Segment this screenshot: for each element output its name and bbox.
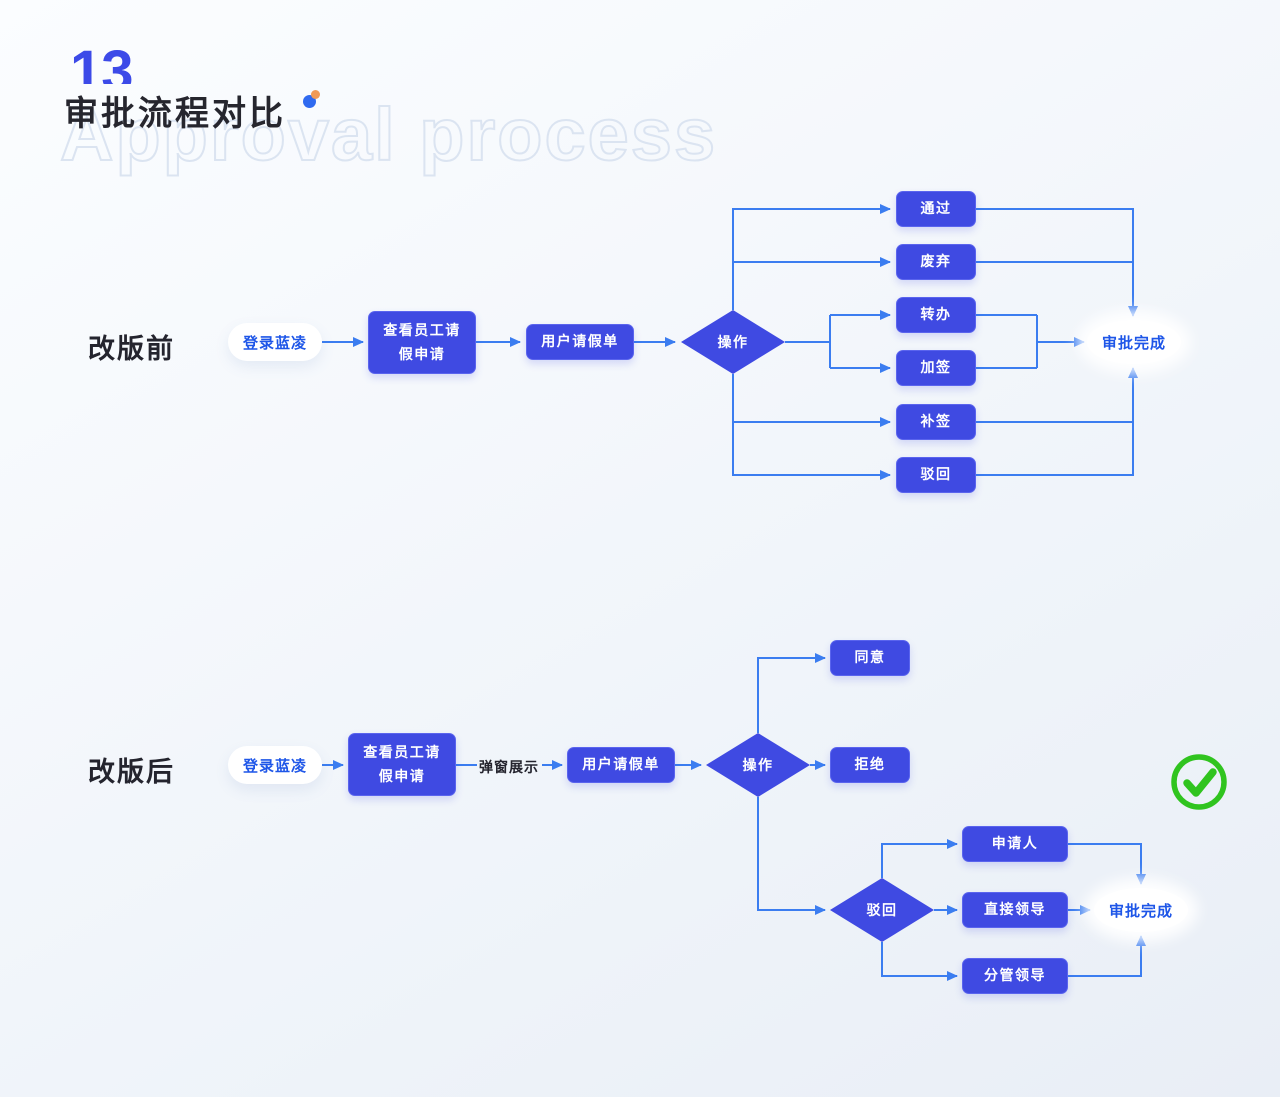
flow-after-agree-box: 同意 <box>830 640 910 676</box>
flow-before-branch-pass: 通过 <box>896 191 976 227</box>
watermark-text: Approval process <box>59 92 718 177</box>
check-circle-icon <box>1171 754 1227 810</box>
flow-before-branch-suppsign: 补签 <box>896 404 976 440</box>
flow-after-applicant-box: 申请人 <box>962 826 1068 862</box>
slide-number: 13 <box>70 44 133 84</box>
flow-before-branch-transfer: 转办 <box>896 297 976 333</box>
flow-after-reject-box: 拒绝 <box>830 747 910 783</box>
flow-after-start-pill: 登录蓝凌 <box>228 746 322 784</box>
flow-after-direct-leader-box: 直接领导 <box>962 892 1068 928</box>
flow-before-start-pill: 登录蓝凌 <box>228 323 322 361</box>
flow-before-branch-reject: 驳回 <box>896 457 976 493</box>
flow-after-edge-label: 弹窗展示 <box>479 759 539 775</box>
title-dot-orange-icon <box>311 90 320 99</box>
flow-after-end-pill: 审批完成 <box>1094 888 1188 932</box>
flow-before-step1-box: 查看员工请 假申请 <box>368 311 476 374</box>
flow-before-end-pill: 审批完成 <box>1087 320 1181 364</box>
flow-before-branch-addsign: 加签 <box>896 350 976 386</box>
flow-after-step2-box: 用户请假单 <box>567 747 675 783</box>
slide-number-text: 13 <box>70 44 133 84</box>
flow-before-label: 改版前 <box>88 334 175 364</box>
flow-before-branch-discard: 废弃 <box>896 244 976 280</box>
page-title: 审批流程对比 <box>64 95 286 133</box>
flow-before-step2-box: 用户请假单 <box>526 324 634 360</box>
flow-after-label: 改版后 <box>88 757 175 787</box>
flow-after-charge-leader-box: 分管领导 <box>962 958 1068 994</box>
flow-after-step1-box: 查看员工请 假申请 <box>348 733 456 796</box>
